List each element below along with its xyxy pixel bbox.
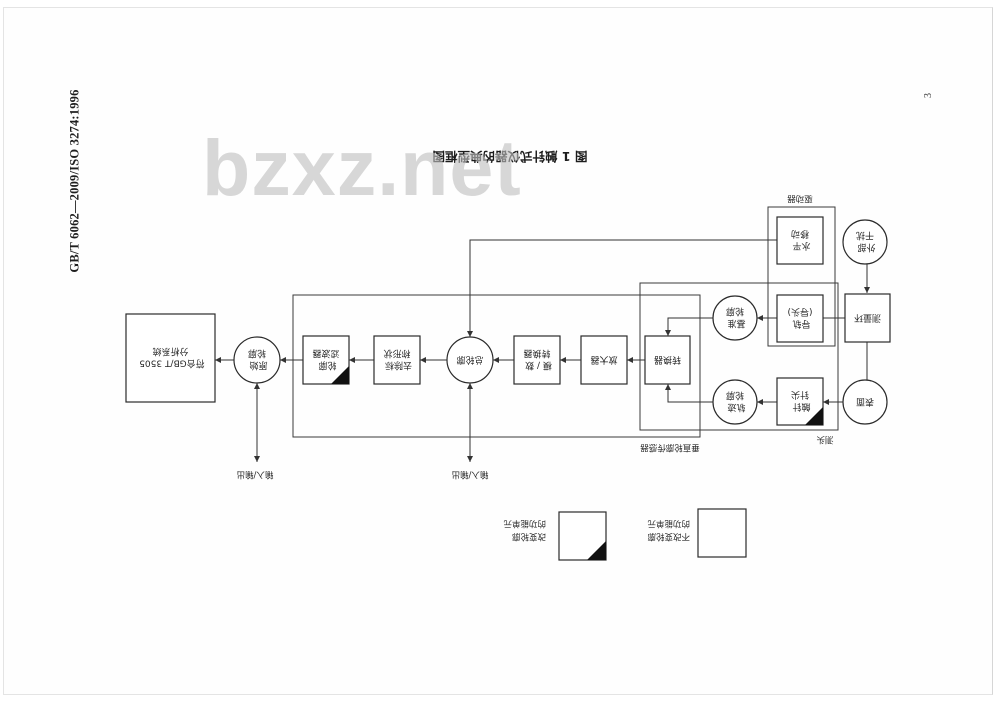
- analysis-system-label: 符合GB/T 3505 分析系统: [136, 346, 204, 370]
- external-disturbance-node: [842, 219, 888, 265]
- label-line: 符合GB/T 3505: [139, 358, 204, 370]
- label-line: 的功能单元: [503, 518, 546, 529]
- legend-changing-label: 改变轮廓 的功能单元: [503, 518, 546, 542]
- io-label-primary: 输入/输出: [237, 469, 274, 480]
- label-line: 基准: [727, 318, 745, 330]
- label-line: 的功能单元: [647, 518, 690, 529]
- reference-guide-label: 导轨 (导头): [787, 306, 812, 330]
- label-line: 针尖: [791, 389, 809, 401]
- ad-converter-label: 模 / 数 转换器: [522, 348, 552, 372]
- label-line: 触针: [792, 401, 810, 413]
- label-line: 滤波器: [312, 348, 339, 360]
- connector-traced-to-transducer: [665, 384, 713, 403]
- label-line: 轮廓: [726, 306, 744, 318]
- total-profile-label: 总轮廓: [456, 354, 483, 366]
- horizontal-movement-box: [776, 216, 824, 265]
- ad-converter-box: [513, 335, 561, 385]
- probe-label: 测头: [816, 434, 834, 445]
- reference-profile-node: [712, 295, 758, 341]
- label-line: 轮廓: [726, 390, 744, 402]
- profile-changing-marker: [587, 541, 606, 560]
- label-line: 原始: [249, 360, 267, 372]
- legend-unchanging-box: [697, 508, 747, 558]
- label-line: 移动: [791, 228, 809, 240]
- label-line: 干扰: [856, 230, 874, 242]
- connector-movement-to-total: [467, 239, 777, 337]
- primary-profile-label: 原始 轮廓: [247, 348, 268, 372]
- watermark: bzxz.net: [202, 123, 522, 212]
- transducer-box: [644, 335, 691, 385]
- traced-profile-node: [712, 379, 758, 425]
- io-label-total: 输入/输出: [452, 469, 489, 480]
- connector-reference-to-transducer: [665, 317, 713, 336]
- label-line: 轮廓: [248, 348, 266, 360]
- horizontal-movement-label: 水平 移动: [790, 228, 811, 252]
- label-line: 外部: [857, 242, 875, 254]
- primary-profile-node: [233, 336, 281, 384]
- surface-node: [842, 379, 888, 425]
- profile-changing-marker: [805, 407, 823, 425]
- label-line: 分析系统: [152, 346, 188, 358]
- analysis-system-box: [125, 313, 216, 403]
- nominal-form-removal-label: 去除标 称形状: [382, 348, 412, 372]
- surface-label: 表面: [856, 396, 874, 408]
- label-line: 水平: [792, 240, 810, 252]
- external-disturbance-label: 外部 干扰: [855, 230, 876, 254]
- legend-unchanging-label: 不改变轮廓 的功能单元: [645, 518, 690, 542]
- label-line: 去除标: [385, 360, 412, 372]
- stylus-tip-label: 触针 针尖: [790, 389, 811, 413]
- label-line: 轨迹: [727, 402, 745, 414]
- probe-frame: [639, 282, 839, 431]
- label-line: 不改变轮廓: [647, 531, 690, 542]
- label-line: 改变轮廓: [511, 531, 546, 542]
- vertical-transducer-label: 垂直轮廓传感器: [640, 442, 700, 453]
- nominal-form-removal-box: [373, 335, 421, 385]
- amplifier-box: [580, 335, 628, 385]
- traced-profile-label: 轨迹 轮廓: [725, 390, 746, 414]
- label-line: 导轨: [792, 318, 810, 330]
- reference-guide-box: [776, 294, 824, 343]
- instrument-frame: [292, 294, 701, 438]
- measuring-loop-label: 测量环: [854, 312, 881, 323]
- transducer-label: 转换器: [654, 354, 681, 366]
- figure-title: 图 1 触针式仪器的典型框图: [433, 149, 588, 164]
- label-line: 模 / 数: [525, 360, 552, 372]
- profile-changing-marker: [331, 366, 349, 384]
- total-profile-node: [446, 336, 494, 384]
- drive-unit-label: 驱动器: [787, 193, 813, 204]
- label-line: 轮廓: [318, 360, 336, 372]
- drive-unit-frame: [767, 206, 836, 347]
- profile-filter-label: 轮廓 滤波器: [312, 348, 339, 372]
- amplifier-label: 放大器: [590, 354, 617, 366]
- label-line: 转换器: [523, 348, 550, 360]
- label-line: (导头): [787, 306, 812, 317]
- measuring-loop-box: [844, 293, 891, 343]
- label-line: 称形状: [383, 348, 410, 360]
- reference-profile-label: 基准 轮廓: [725, 306, 746, 330]
